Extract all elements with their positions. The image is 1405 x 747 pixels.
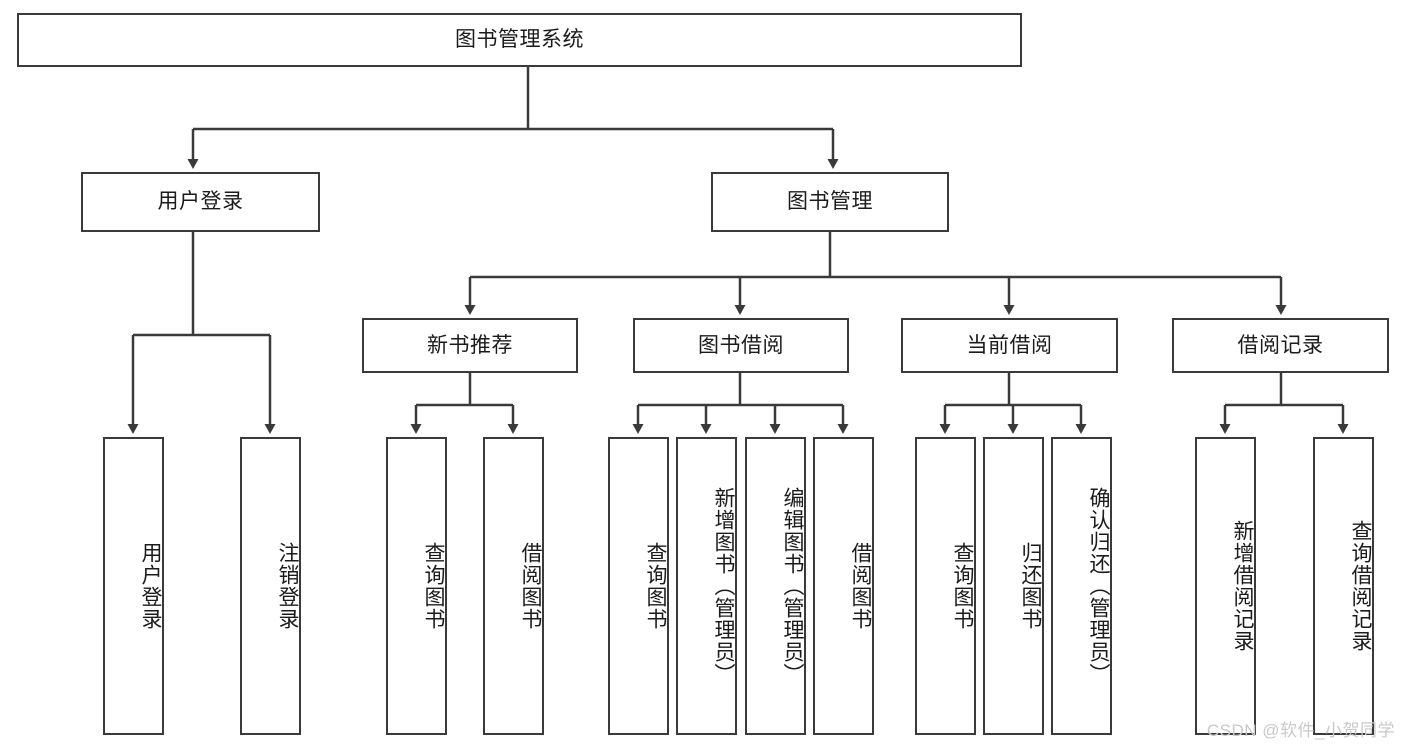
leaf-book-borrow-edit[interactable]: 编辑图书（管理员）	[745, 437, 806, 735]
node-book-management[interactable]: 图书管理	[711, 172, 949, 232]
node-book-borrow[interactable]: 图书借阅	[633, 318, 849, 373]
node-borrow-record[interactable]: 借阅记录	[1172, 318, 1389, 373]
node-user-login-label: 用户登录	[157, 190, 244, 214]
leaf-label: 查询图书	[951, 542, 974, 630]
leaf-label: 借阅图书	[519, 542, 542, 630]
leaf-book-borrow-borrow[interactable]: 借阅图书	[813, 437, 874, 735]
leaf-new-book-query[interactable]: 查询图书	[386, 437, 447, 735]
leaf-label: 确认归还（管理员）	[1087, 487, 1110, 685]
node-user-login[interactable]: 用户登录	[81, 172, 320, 232]
leaf-current-borrow-query[interactable]: 查询图书	[915, 437, 976, 735]
node-current-borrow-label: 当前借阅	[966, 333, 1053, 357]
leaf-label: 新增借阅记录	[1231, 520, 1254, 652]
leaf-label: 注销登录	[276, 542, 299, 630]
leaf-book-borrow-add[interactable]: 新增图书（管理员）	[676, 437, 737, 735]
leaf-label: 查询图书	[422, 542, 445, 630]
node-root[interactable]: 图书管理系统	[17, 13, 1022, 67]
node-new-book-recommend[interactable]: 新书推荐	[362, 318, 578, 373]
watermark: CSDN @软件_小贺同学	[1206, 721, 1395, 740]
leaf-current-borrow-return[interactable]: 归还图书	[983, 437, 1044, 735]
leaf-label: 借阅图书	[849, 542, 872, 630]
node-new-book-recommend-label: 新书推荐	[427, 333, 513, 357]
node-root-label: 图书管理系统	[455, 28, 584, 52]
node-borrow-record-label: 借阅记录	[1237, 333, 1324, 357]
leaf-user-login-login[interactable]: 用户登录	[103, 437, 164, 735]
leaf-current-borrow-confirm-return[interactable]: 确认归还（管理员）	[1051, 437, 1112, 735]
leaf-borrow-record-query[interactable]: 查询借阅记录	[1313, 437, 1374, 735]
leaf-label: 归还图书	[1019, 542, 1042, 630]
leaf-user-login-logout[interactable]: 注销登录	[240, 437, 301, 735]
leaf-label: 新增图书（管理员）	[712, 487, 735, 685]
leaf-borrow-record-add[interactable]: 新增借阅记录	[1195, 437, 1256, 735]
leaf-label: 查询图书	[644, 542, 667, 630]
leaf-label: 用户登录	[139, 542, 162, 630]
leaf-book-borrow-query[interactable]: 查询图书	[608, 437, 669, 735]
leaf-label: 查询借阅记录	[1349, 520, 1372, 652]
leaf-label: 编辑图书（管理员）	[781, 487, 804, 685]
node-book-management-label: 图书管理	[787, 190, 873, 214]
leaf-new-book-borrow[interactable]: 借阅图书	[483, 437, 544, 735]
node-book-borrow-label: 图书借阅	[698, 333, 784, 357]
node-current-borrow[interactable]: 当前借阅	[901, 318, 1118, 373]
